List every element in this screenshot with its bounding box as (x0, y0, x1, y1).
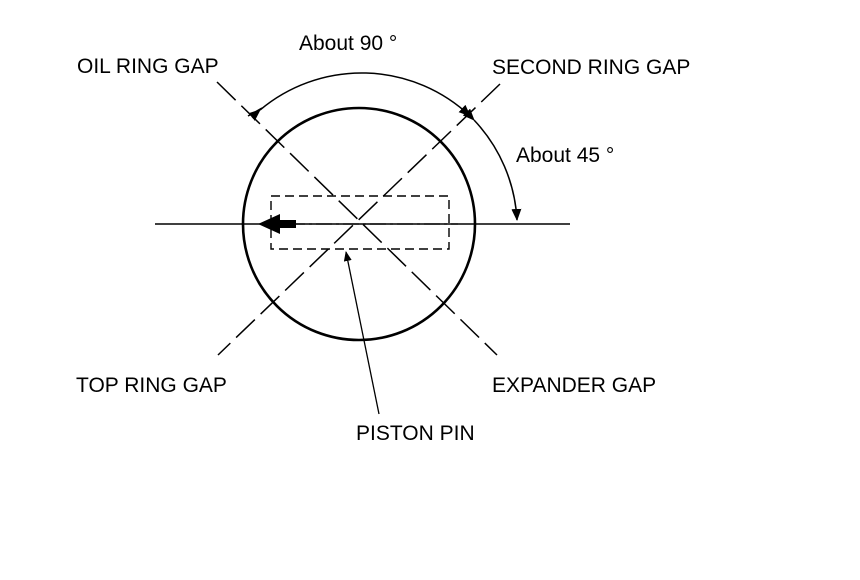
angle-45-arc (462, 108, 522, 221)
piston-pin-outline (270, 195, 450, 250)
oil-ring-gap-line (216, 81, 498, 356)
front-mark-arrow-icon (258, 214, 296, 234)
angle-90-label: About 90 ° (299, 32, 397, 55)
top-ring-gap-label: TOP RING GAP (76, 374, 227, 397)
second-ring-gap-line (217, 83, 501, 356)
oil-ring-gap-label: OIL RING GAP (77, 55, 219, 78)
angle-45-label: About 45 ° (516, 144, 614, 167)
second-ring-gap-label: SECOND RING GAP (492, 56, 690, 79)
angle-90-arc (248, 72, 471, 121)
expander-gap-label: EXPANDER GAP (492, 374, 656, 397)
piston-pin-label: PISTON PIN (356, 422, 475, 445)
piston-pin-leader-line (343, 251, 380, 415)
